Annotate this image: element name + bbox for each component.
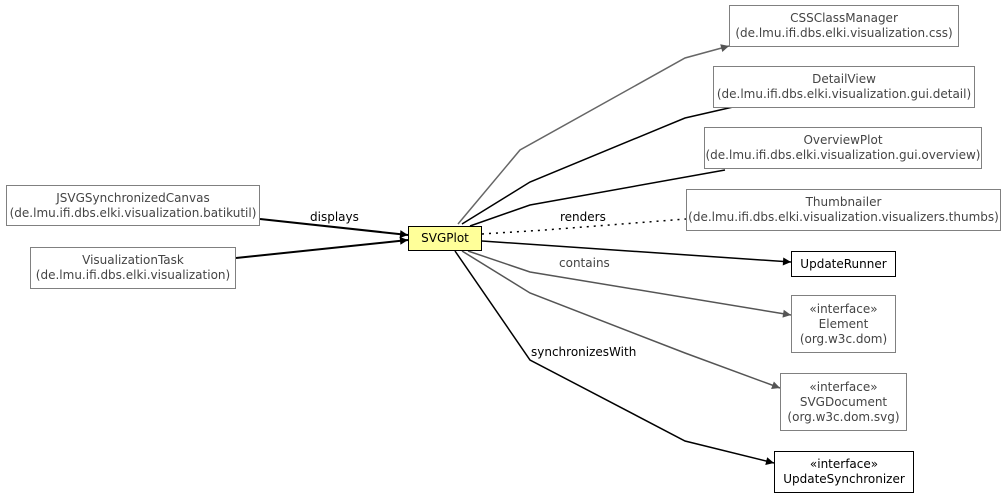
interface-stereotype: «interface»	[809, 379, 878, 394]
edge-label-synchronizeswith: synchronizesWith	[531, 345, 637, 359]
class-package: (org.w3c.dom)	[799, 331, 888, 346]
interface-stereotype: «interface»	[809, 301, 878, 316]
edge-svgplot-updaterunner	[481, 240, 792, 266]
class-node-updaterunner[interactable]: UpdateRunner	[791, 251, 896, 277]
edge-visualizationtask-svgplot	[235, 236, 409, 259]
interface-node-element[interactable]: «interface» Element (org.w3c.dom)	[791, 295, 896, 353]
class-package: (de.lmu.ifi.dbs.elki.visualization.css)	[735, 26, 953, 40]
class-name: SVGPlot	[421, 231, 469, 245]
class-node-svgplot[interactable]: SVGPlot	[408, 226, 482, 251]
interface-node-updatesynchronizer[interactable]: «interface» UpdateSynchronizer	[774, 451, 914, 493]
edge-svgplot-element	[467, 250, 792, 318]
edge-svgplot-overviewplot	[469, 169, 726, 227]
edge-label-contains: contains	[559, 256, 610, 270]
class-name: UpdateSynchronizer	[783, 472, 905, 486]
class-node-thumbnailer[interactable]: Thumbnailer (de.lmu.ifi.dbs.elki.visuali…	[686, 189, 1001, 231]
interface-node-svgdocument[interactable]: «interface» SVGDocument (org.w3c.dom.svg…	[780, 373, 907, 431]
class-name: UpdateRunner	[800, 256, 887, 271]
edge-jsvgsynchronizedcanvas-svgplot	[259, 218, 409, 239]
class-package: (de.lmu.ifi.dbs.elki.visualization.gui.o…	[705, 148, 981, 162]
edge-svgplot-cssclassmanager	[457, 44, 730, 225]
edge-svgplot-svgdocument	[461, 250, 781, 389]
class-name: JSVGSynchronizedCanvas	[56, 190, 210, 205]
class-package: (org.w3c.dom.svg)	[787, 409, 900, 424]
edge-label-renders: renders	[560, 210, 606, 224]
edge-svgplot-thumbnailer	[481, 218, 687, 235]
class-name: OverviewPlot	[803, 133, 883, 147]
edge-label-displays: displays	[310, 210, 359, 224]
class-package: (de.lmu.ifi.dbs.elki.visualization)	[35, 268, 231, 282]
class-name: CSSClassManager	[790, 11, 898, 25]
class-node-jsvgsynchronizedcanvas[interactable]: JSVGSynchronizedCanvas (de.lmu.ifi.dbs.e…	[6, 185, 260, 226]
class-name: DetailView	[812, 72, 876, 86]
edge-svgplot-detailview	[461, 106, 734, 225]
class-package: (de.lmu.ifi.dbs.elki.visualization.visua…	[688, 210, 999, 224]
class-node-overviewplot[interactable]: OverviewPlot (de.lmu.ifi.dbs.elki.visual…	[704, 127, 982, 169]
class-name: VisualizationTask	[82, 253, 184, 267]
edge-svgplot-updatesynchronizer	[454, 250, 775, 465]
class-package: (de.lmu.ifi.dbs.elki.visualization.batik…	[9, 205, 257, 220]
class-name: SVGDocument	[799, 394, 888, 409]
class-node-cssclassmanager[interactable]: CSSClassManager (de.lmu.ifi.dbs.elki.vis…	[729, 5, 959, 47]
class-name: Thumbnailer	[805, 195, 882, 209]
interface-stereotype: «interface»	[809, 457, 879, 471]
class-node-visualizationtask[interactable]: VisualizationTask (de.lmu.ifi.dbs.elki.v…	[30, 247, 236, 289]
class-package: (de.lmu.ifi.dbs.elki.visualization.gui.d…	[716, 87, 972, 101]
class-node-detailview[interactable]: DetailView (de.lmu.ifi.dbs.elki.visualiz…	[713, 66, 975, 108]
class-name: Element	[818, 316, 869, 331]
